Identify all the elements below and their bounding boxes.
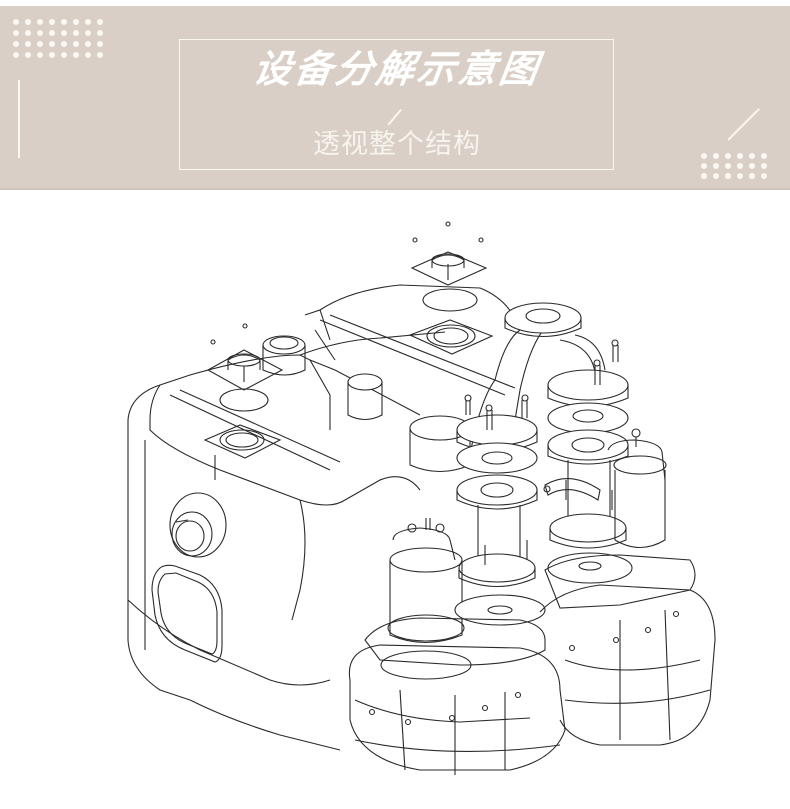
dot-grid-decoration-bottom-right — [701, 153, 767, 179]
tank-top-ribs — [169, 314, 516, 471]
tank-base-grid — [354, 609, 711, 775]
gasket-left — [219, 388, 269, 412]
side-inlet — [169, 492, 227, 558]
flange-stack-2 — [547, 369, 629, 549]
pipe-clamp — [543, 478, 601, 501]
base-bolts — [368, 610, 680, 726]
vertical-line-decoration — [18, 80, 20, 158]
discharge-pipe-1 — [469, 302, 582, 456]
discharge-pipe-2 — [559, 334, 606, 373]
screws-top — [210, 221, 484, 345]
dot-grid-decoration-top-left — [13, 19, 103, 58]
pump-base-plates — [364, 552, 696, 666]
exploded-view-illustration — [100, 205, 740, 805]
page-subtitle: 透视整个结构 — [313, 129, 481, 160]
header-banner — [0, 6, 790, 190]
vent-cap-left — [262, 335, 306, 376]
flange-stack-1 — [456, 414, 538, 587]
mount-middle — [410, 251, 488, 286]
mount-left — [206, 349, 284, 391]
tank-base-lobes — [348, 584, 716, 771]
slash-decoration-right — [727, 108, 760, 141]
page-title: 设备分解示意图 — [250, 47, 544, 91]
vent-cap-center — [347, 373, 383, 421]
exploded-diagram-svg — [127, 221, 716, 775]
flange-middle — [408, 319, 494, 355]
inspection-cover — [151, 564, 223, 663]
banner-bottom-edge — [0, 188, 790, 190]
gasket-middle — [422, 288, 478, 312]
title-frame — [179, 39, 614, 170]
tank-body — [127, 284, 521, 751]
submersible-pump-right — [607, 428, 667, 549]
flange-left — [203, 424, 282, 459]
submersible-pump-left — [380, 518, 472, 680]
